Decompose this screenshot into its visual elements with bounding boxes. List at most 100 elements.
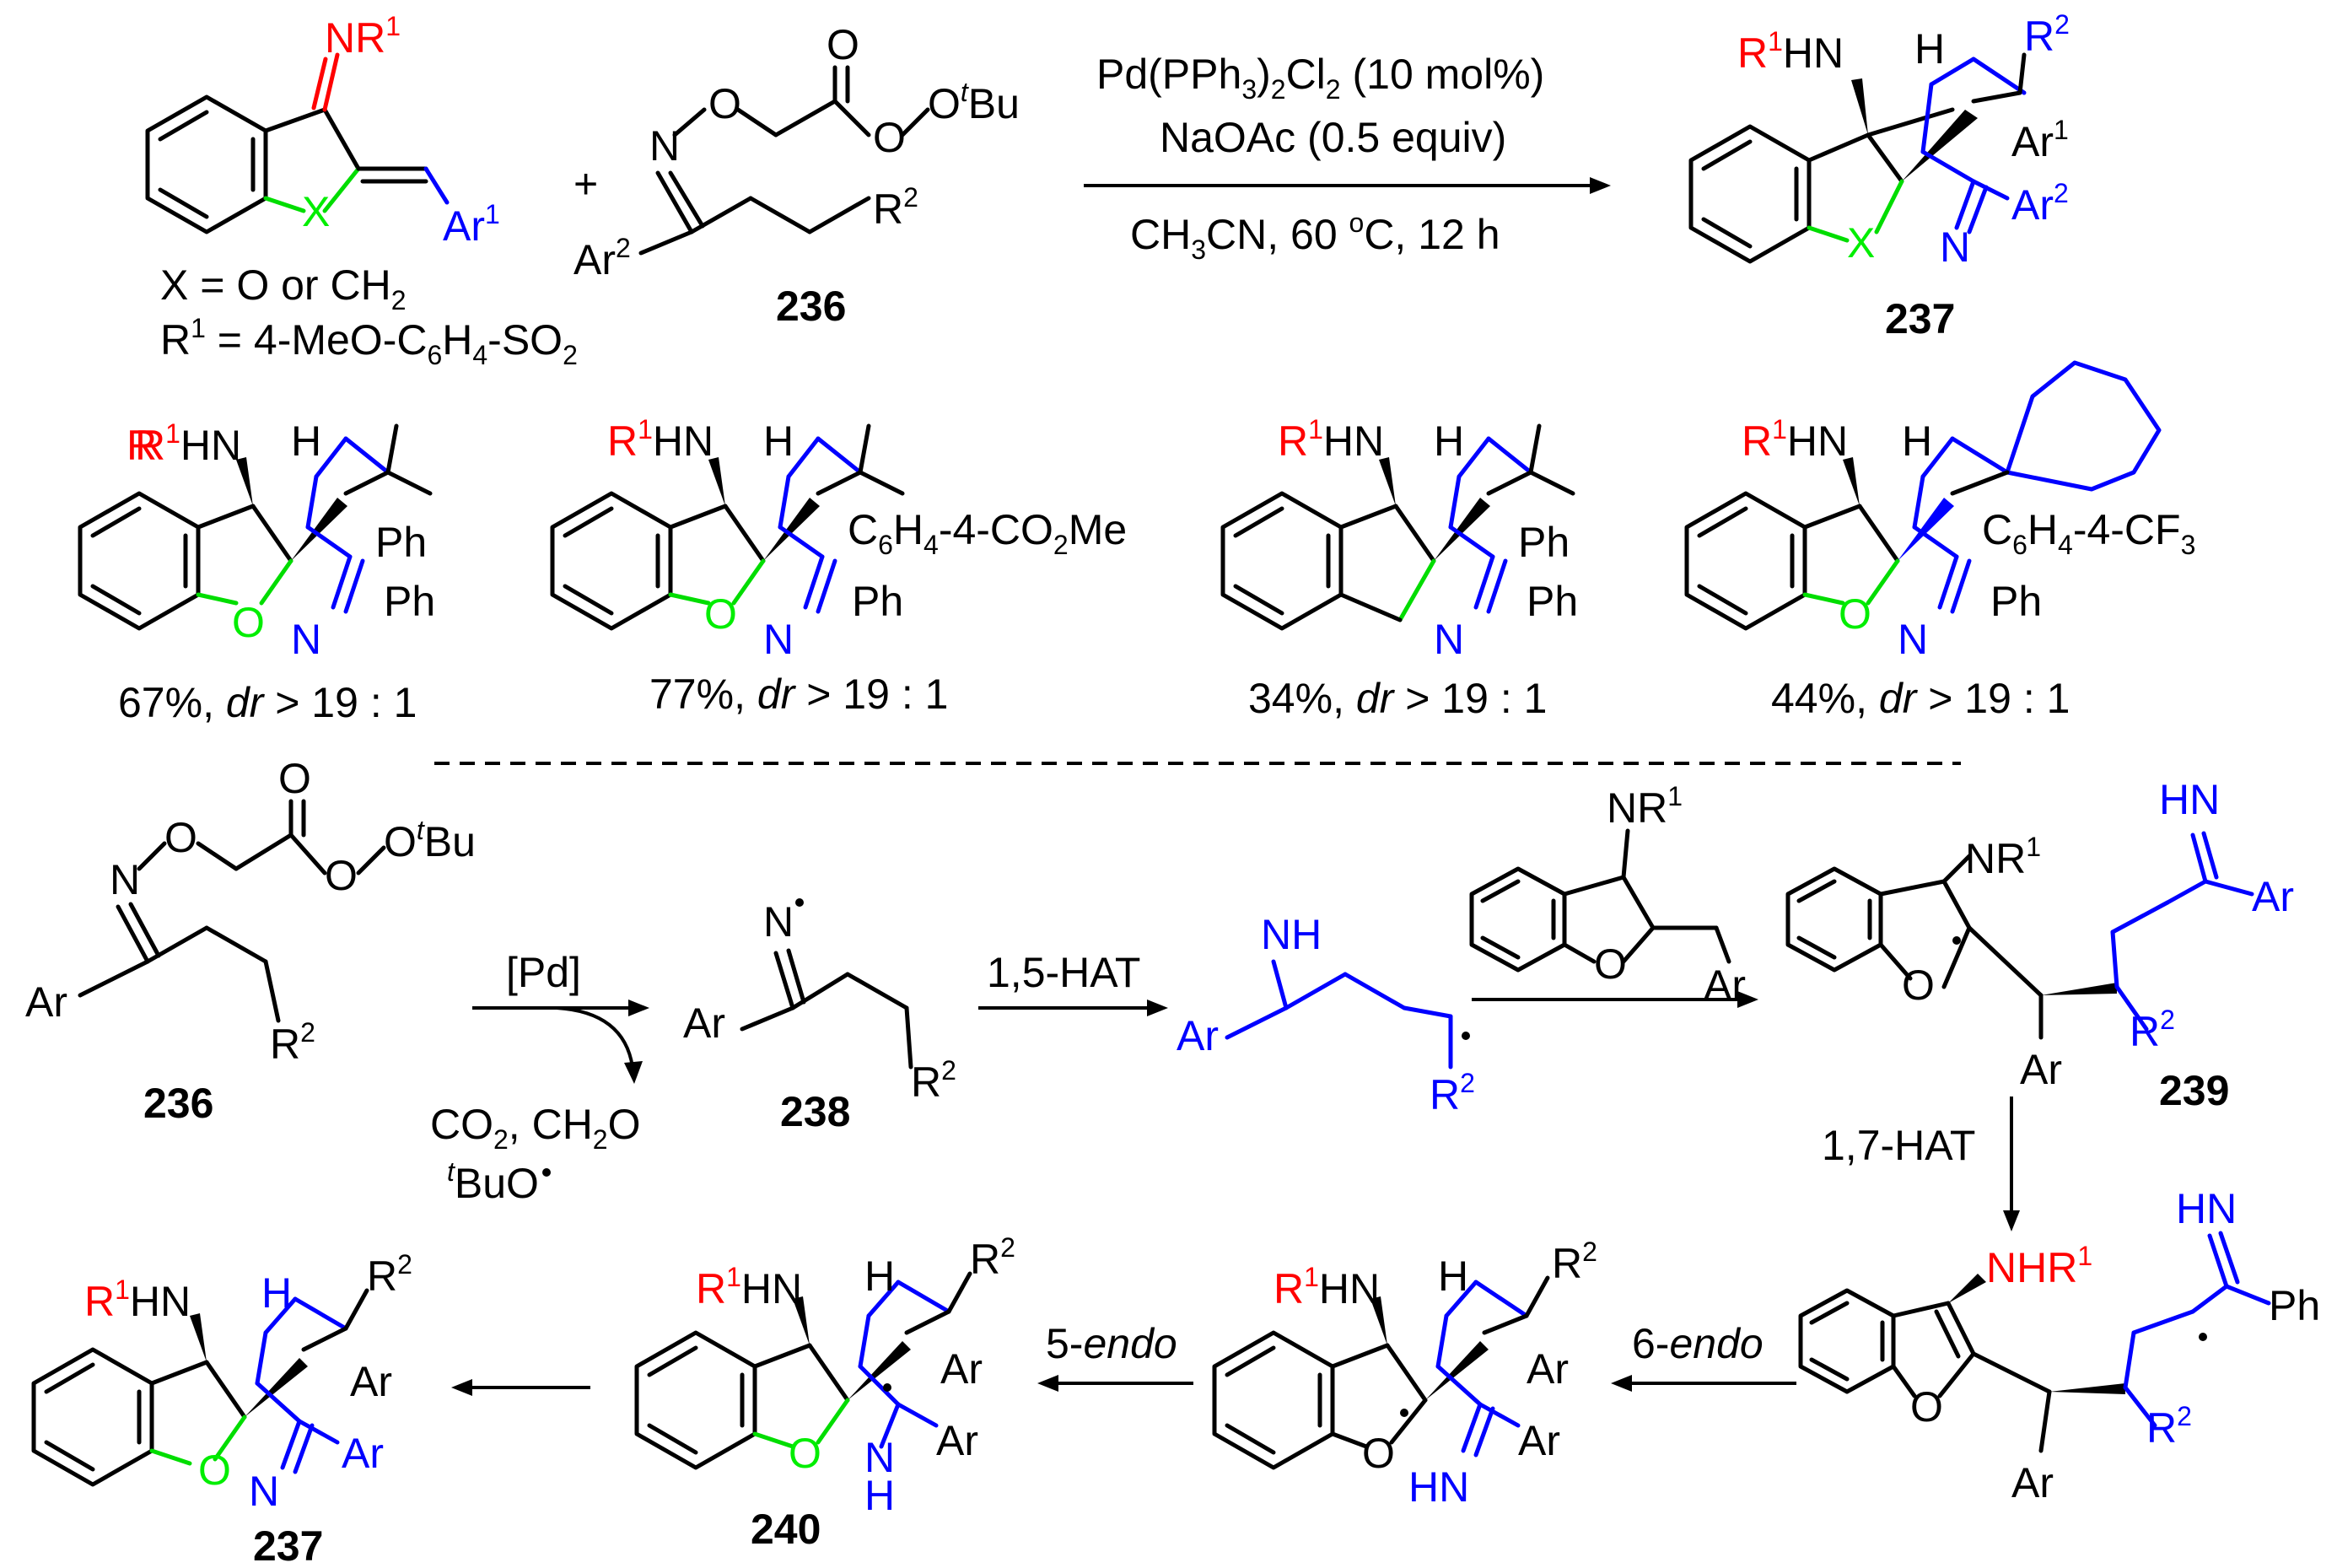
catalyst-text: Pd(PPh3)2Cl2 (10 mol%) xyxy=(1096,51,1544,105)
n-label: N xyxy=(864,1434,895,1481)
r2-label: R2 xyxy=(1430,1068,1475,1118)
compound-number-239: 239 xyxy=(2159,1067,2229,1114)
n-label: N xyxy=(649,122,680,170)
ar-label-2: Ar xyxy=(936,1417,978,1464)
n-label: N xyxy=(763,616,794,663)
peroxy-o1: O xyxy=(873,114,906,161)
pd-label: [Pd] xyxy=(506,949,581,996)
h-label: H xyxy=(763,418,794,465)
substituent-ph: Ph xyxy=(1518,519,1570,566)
mech-iminyl-radical: NH Ar R2 xyxy=(1177,911,1475,1118)
mech-237: R1HN H R2 Ar Ar O N 237 xyxy=(31,1249,412,1568)
carbonyl-o: O xyxy=(278,755,311,802)
n-label: N xyxy=(291,616,321,663)
compound-number-240: 240 xyxy=(751,1506,821,1553)
r1hn-label: R xyxy=(127,422,157,469)
byproducts-1: CO2, CH2O xyxy=(430,1101,641,1155)
carbonyl-o: O xyxy=(827,21,859,68)
h-label: H xyxy=(1914,25,1945,73)
r2-label: R2 xyxy=(1552,1237,1597,1287)
mech-aminobenzofuran: NHR1 O Ar R2 HN Ph xyxy=(1798,1185,2320,1506)
ar2-label: Ar2 xyxy=(573,233,631,283)
substituent-ph: Ph xyxy=(375,519,427,566)
mech-240: R1HN H R2 Ar Ar O N H 240 xyxy=(634,1232,1015,1553)
x-definition: X = O or CH2 xyxy=(160,261,406,315)
hat15-label: 1,5-HAT xyxy=(987,949,1140,996)
ar-label: Ar xyxy=(25,978,67,1026)
r1hn-ex2: R1HN xyxy=(607,414,713,465)
endo5-label: 5-endo xyxy=(1046,1320,1177,1367)
hat17-label: 1,7-HAT xyxy=(1822,1122,1975,1169)
h-label: H xyxy=(864,1253,895,1300)
step-17hat: 1,7-HAT xyxy=(1822,1097,2020,1231)
compound-number-236: 236 xyxy=(776,283,846,330)
reaction-conditions: Pd(PPh3)2Cl2 (10 mol%) NaOAc (0.5 equiv)… xyxy=(1084,51,1611,265)
nr1-label: NR1 xyxy=(1965,832,2041,882)
mech-236: N O O O OtBu Ar R2 236 xyxy=(25,755,476,1127)
n-label: N xyxy=(110,856,140,903)
r1hn-label: R1HN xyxy=(1737,26,1844,77)
substituent-aryl: C6H4-4-CF3 xyxy=(1982,506,2195,560)
ar1-label: Ar1 xyxy=(443,199,500,250)
x-atom: X xyxy=(1847,219,1875,267)
ar2-label: Ar2 xyxy=(2011,178,2069,229)
ar-label: Ar xyxy=(1527,1345,1569,1393)
example-amine-labels: R1HN R1HN R1HN R1HN xyxy=(135,414,1848,469)
substituent-aryl: C6H4-4-CO2Me xyxy=(848,506,1127,560)
o-label: O xyxy=(1594,940,1627,988)
ar-label: Ar xyxy=(2011,1459,2054,1506)
r2-label: R2 xyxy=(2146,1401,2192,1452)
r2-label: R2 xyxy=(2024,9,2070,60)
imine-label: NR1 xyxy=(325,11,401,62)
r2-label: R2 xyxy=(873,182,918,233)
step-pd: [Pd] CO2, CH2O tBuO xyxy=(430,949,649,1207)
yield-dr: 34%, dr > 19 : 1 xyxy=(1248,675,1547,722)
reagent-236: N O O O OtBu Ar2 R2 236 xyxy=(573,21,1020,330)
example-4: H C6H4-4-CF3 Ph O N 44%, dr > 19 : 1 xyxy=(1684,360,2195,722)
h-label: H xyxy=(1434,418,1464,465)
n-radical: N xyxy=(763,898,794,946)
reactant-benzofuranone-imine: NR1 X Ar1 X = O or CH2 R1 = 4-MeO-C6H4-S… xyxy=(145,11,578,370)
r1hn-ex4: R1HN xyxy=(1742,414,1848,465)
substituent-ph: Ph xyxy=(852,578,903,625)
o-label: O xyxy=(1902,962,1935,1009)
n-label: N xyxy=(1434,616,1464,663)
yield-dr: 67%, dr > 19 : 1 xyxy=(118,679,417,726)
step-6endo: 6-endo xyxy=(1611,1320,1796,1392)
r2-label: R2 xyxy=(270,1017,315,1068)
hn-label: HN xyxy=(2176,1185,2237,1232)
r1hn-label: R1HN xyxy=(696,1262,802,1312)
r2-label: R2 xyxy=(911,1055,956,1106)
o-label: O xyxy=(164,814,197,861)
hn-label: HN xyxy=(2159,776,2220,823)
step-addition: NR1 O Ar xyxy=(1469,781,1758,1009)
peroxy-o2: OtBu xyxy=(928,77,1020,127)
o-label: O xyxy=(789,1430,821,1477)
o-label: O xyxy=(1910,1383,1943,1431)
r1hn-label: R1HN xyxy=(84,1274,191,1325)
r1-definition: R1 = 4-MeO-C6H4-SO2 xyxy=(160,313,578,370)
h-label: H xyxy=(261,1269,292,1317)
r1hn-label: R1HN xyxy=(1274,1262,1380,1312)
step-5endo: 5-endo xyxy=(1037,1320,1193,1392)
h-label: H xyxy=(1902,418,1932,465)
ar-label: Ar xyxy=(350,1358,392,1405)
o-label: O xyxy=(1362,1430,1395,1477)
nr1-label: NR1 xyxy=(1607,781,1683,832)
o-label: O xyxy=(704,590,737,638)
r2-label: R2 xyxy=(2130,1005,2175,1055)
compound-number-238: 238 xyxy=(780,1088,850,1135)
tbuo: OtBu xyxy=(384,815,476,865)
compound-number-237: 237 xyxy=(1885,295,1955,342)
o-label: O xyxy=(232,599,265,646)
example-2: H C6H4-4-CO2Me Ph O N 77%, dr > 19 : 1 xyxy=(550,418,1127,718)
ar-label: Ar xyxy=(2020,1046,2062,1093)
o-label: O xyxy=(198,1447,231,1494)
nh-label: NH xyxy=(1261,911,1322,958)
n-label: N xyxy=(249,1468,279,1515)
mech-239: NR1 O Ar R2 HN Ar 239 xyxy=(1785,776,2294,1114)
base-text: NaOAc (0.5 equiv) xyxy=(1160,114,1506,161)
peroxy-o: O xyxy=(325,852,358,899)
hn-label: HN xyxy=(1408,1463,1469,1511)
